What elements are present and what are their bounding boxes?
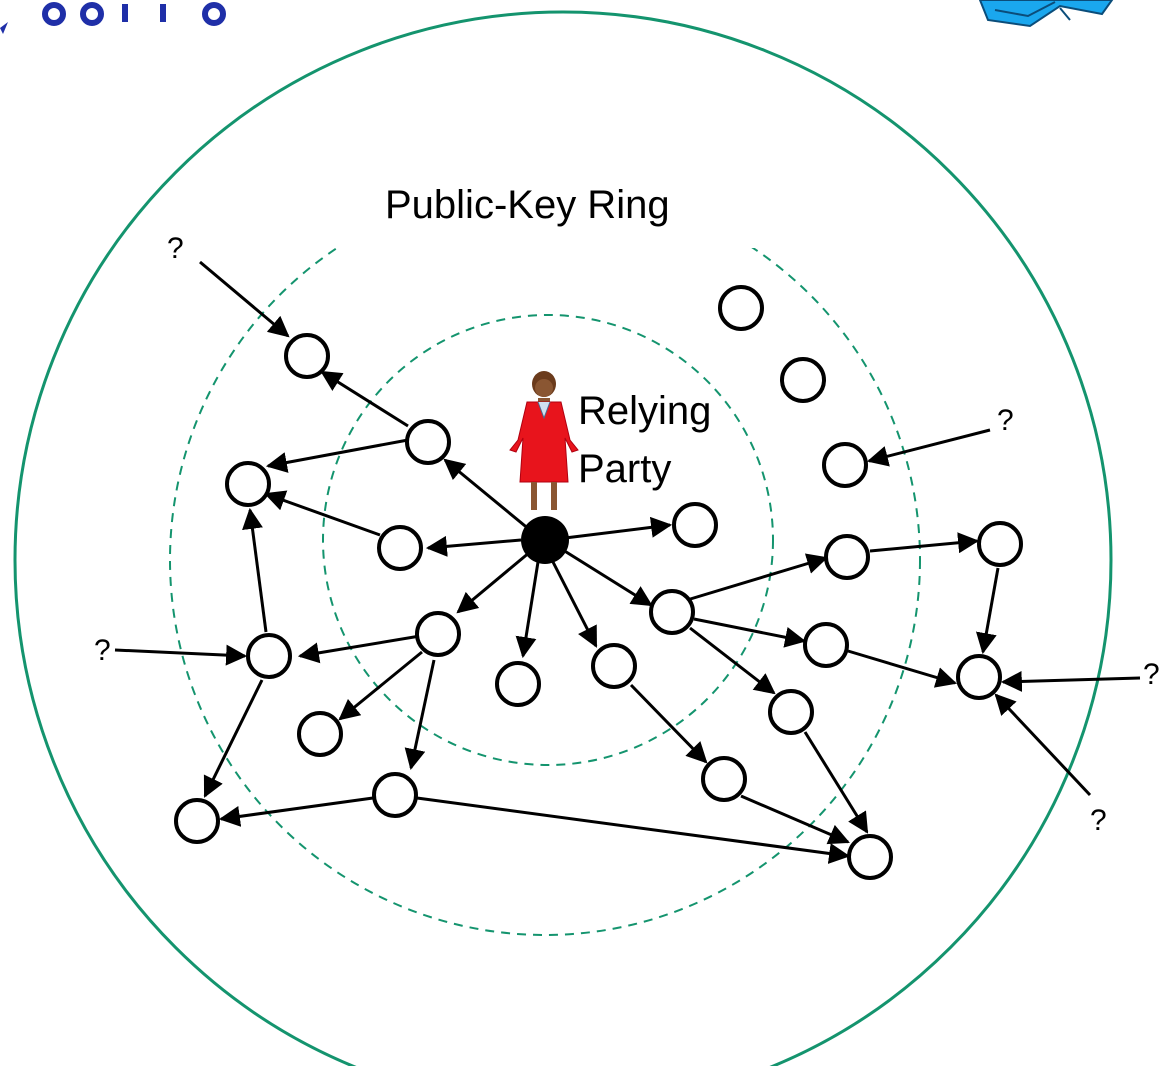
node: [977, 521, 1023, 567]
node: [495, 661, 541, 707]
header-fragment: [0, 2, 226, 34]
node: [803, 622, 849, 668]
inner-dashed-ring: [322, 314, 774, 766]
node: [718, 285, 764, 331]
unknown-signer-marker: ?: [1090, 804, 1107, 837]
relying-party-node: [521, 516, 569, 564]
node: [246, 633, 292, 679]
node: [377, 525, 423, 571]
unknown-signer-marker: ?: [167, 232, 184, 265]
unknown-signer-marker: ?: [94, 634, 111, 667]
edges: [114, 260, 1141, 864]
node: [824, 534, 870, 580]
nodes: [174, 285, 1023, 880]
node: [956, 654, 1002, 700]
node: [225, 461, 271, 507]
relying-party-label-line2: Party: [578, 447, 671, 491]
node: [768, 689, 814, 735]
unknown-signer-marker: ?: [1143, 658, 1160, 691]
node: [591, 643, 637, 689]
outer-ring: [13, 10, 1113, 1066]
node: [847, 834, 893, 880]
node: [415, 611, 461, 657]
person-icon: [509, 371, 579, 510]
node: [780, 357, 826, 403]
node: [822, 442, 868, 488]
node: [372, 772, 418, 818]
unknown-signer-marker: ?: [997, 404, 1014, 437]
book-icon: [978, 0, 1114, 28]
relying-party-label-line1: Relying: [578, 389, 711, 433]
node: [284, 333, 330, 379]
node: [701, 756, 747, 802]
node: [649, 589, 695, 635]
node: [672, 502, 718, 548]
node: [405, 419, 451, 465]
node: [297, 711, 343, 757]
node: [174, 798, 220, 844]
ring-title: Public-Key Ring: [385, 183, 670, 227]
